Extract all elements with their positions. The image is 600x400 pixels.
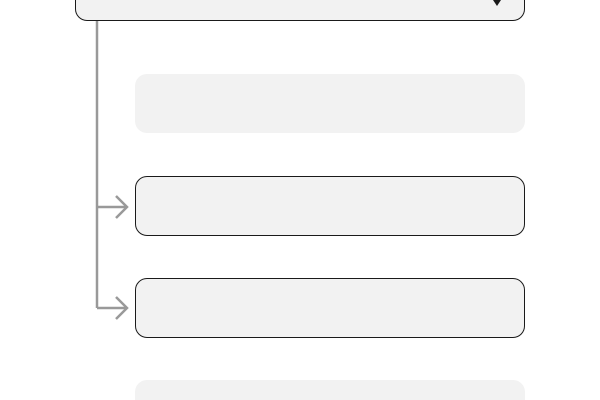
child-node-2[interactable]	[135, 176, 525, 236]
arrow-head-1	[115, 195, 129, 219]
child-node-4[interactable]	[135, 380, 525, 400]
chevron-down-icon[interactable]	[492, 0, 502, 8]
arrow-head-2	[115, 296, 129, 320]
parent-node[interactable]	[75, 0, 525, 21]
child-node-1[interactable]	[135, 74, 525, 133]
child-node-3[interactable]	[135, 278, 525, 338]
